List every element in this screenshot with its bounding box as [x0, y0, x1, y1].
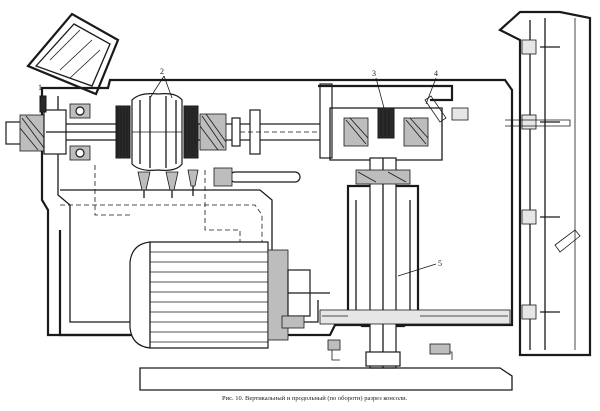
main-shaft	[197, 109, 330, 155]
lifting-screw	[346, 157, 420, 369]
callout-2: 2	[160, 67, 164, 76]
callout-3: 3	[372, 69, 376, 78]
lubrication-nozzles	[137, 169, 199, 198]
clutch-assembly	[115, 93, 199, 171]
housing-outline	[40, 78, 514, 337]
inclined-cover	[26, 12, 120, 96]
electric-motor	[129, 241, 330, 349]
column-slide	[498, 10, 592, 357]
callout-1: 1	[38, 83, 42, 92]
pump-rod	[213, 167, 301, 187]
figure-caption: Рис. 10. Вертикальный и продольный (по о…	[222, 395, 408, 402]
callout-5: 5	[438, 259, 442, 268]
vertical-gear-block	[318, 83, 469, 161]
lower-base	[58, 230, 513, 391]
callout-4: 4	[434, 69, 438, 78]
input-shaft-assembly	[5, 95, 120, 161]
oil-bath	[319, 309, 511, 325]
callout-leaders	[39, 75, 437, 277]
